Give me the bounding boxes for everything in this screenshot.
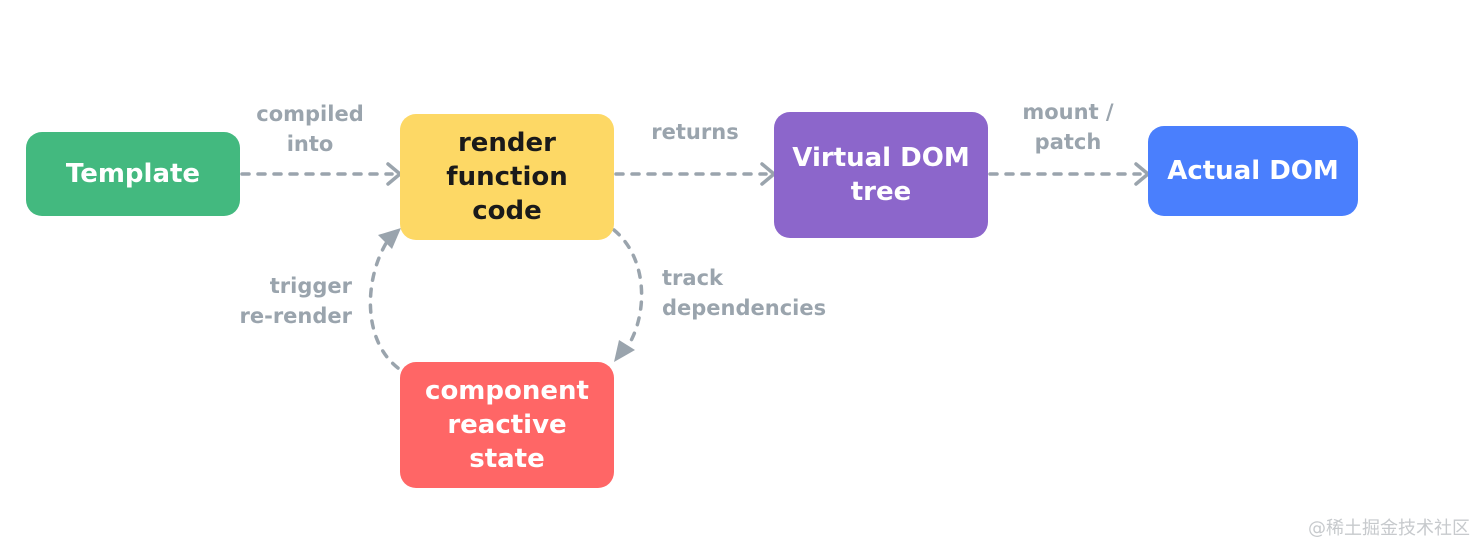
edge-render-to-state [612,228,644,354]
mount-patch-label: mount / patch [1022,100,1114,154]
template-node: Template [26,132,240,216]
compiled-into-label: compiled into [256,102,364,156]
watermark: @稀土掘金技术社区 [1308,518,1470,539]
render-function-node: render function code [400,114,614,240]
trigger-rerender-label: trigger re-render [239,274,353,328]
virtual-dom-node: Virtual DOM tree [774,112,988,238]
returns-label: returns [651,120,739,144]
track-dependencies-label: track dependencies [662,266,827,320]
edge-state-to-render [368,238,400,370]
actual-dom-node: Actual DOM [1148,126,1358,216]
reactive-state-node: component reactive state [400,362,614,488]
arrowhead-render-bottom [378,228,401,249]
arrowhead-state [614,340,635,362]
